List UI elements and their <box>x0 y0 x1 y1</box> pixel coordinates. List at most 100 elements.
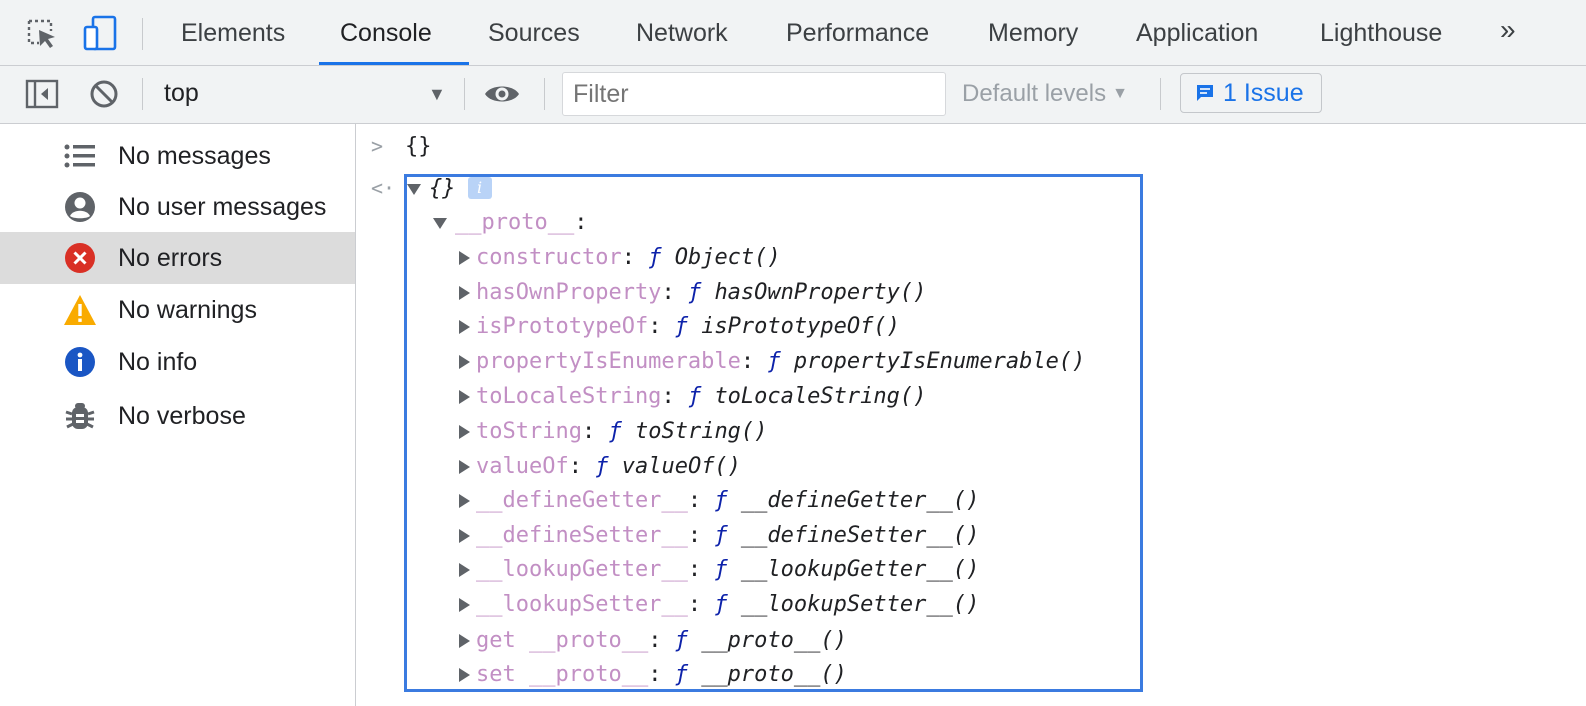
property-row[interactable]: set __proto__: ƒ __proto__() <box>459 662 847 687</box>
tab-console[interactable]: Console <box>340 0 432 66</box>
property-key: __lookupSetter__ <box>476 592 688 617</box>
tab-lighthouse[interactable]: Lighthouse <box>1320 0 1442 66</box>
device-toolbar-icon[interactable] <box>80 14 120 54</box>
function-marker: ƒ <box>714 592 728 617</box>
error-icon <box>63 241 97 275</box>
inspect-element-icon[interactable] <box>22 14 62 54</box>
info-badge-icon[interactable]: i <box>467 177 492 199</box>
collapsed-triangle-icon[interactable] <box>459 320 470 334</box>
property-row[interactable]: valueOf: ƒ valueOf() <box>459 454 741 479</box>
function-marker: ƒ <box>714 523 728 548</box>
context-label: top <box>164 79 199 107</box>
property-row[interactable]: __lookupSetter__: ƒ __lookupSetter__() <box>459 592 979 617</box>
toolbar-separator <box>544 78 545 110</box>
toolbar-separator <box>142 78 143 110</box>
colon: : <box>648 314 675 339</box>
result-arrow-icon: <· <box>371 176 396 200</box>
tab-label: Application <box>1136 18 1259 47</box>
more-tabs-icon[interactable]: » <box>1500 14 1515 45</box>
clear-console-icon[interactable] <box>84 74 124 114</box>
expanded-triangle-icon[interactable] <box>407 183 421 195</box>
tab-elements[interactable]: Elements <box>181 0 285 66</box>
tab-memory[interactable]: Memory <box>988 0 1078 66</box>
property-key: valueOf <box>476 454 569 479</box>
collapsed-triangle-icon[interactable] <box>459 494 470 508</box>
expanded-triangle-icon[interactable] <box>433 217 447 229</box>
sidebar-item-label: No user messages <box>118 192 327 221</box>
property-row[interactable]: propertyIsEnumerable: ƒ propertyIsEnumer… <box>459 349 1085 374</box>
sidebar-item-label: No messages <box>118 141 271 170</box>
property-row[interactable]: toString: ƒ toString() <box>459 419 767 444</box>
collapsed-triangle-icon[interactable] <box>459 668 470 682</box>
property-row[interactable]: constructor: ƒ Object() <box>459 245 781 270</box>
log-levels-dropdown[interactable]: Default levels▼ <box>962 80 1128 108</box>
sidebar-item-errors[interactable]: No errors <box>0 232 355 284</box>
collapsed-triangle-icon[interactable] <box>459 563 470 577</box>
console-result-line[interactable]: {} i <box>407 176 492 201</box>
collapsed-triangle-icon[interactable] <box>459 529 470 543</box>
colon: : <box>581 419 609 444</box>
property-key: propertyIsEnumerable <box>476 349 741 374</box>
collapsed-triangle-icon[interactable] <box>459 460 470 474</box>
colon: : <box>687 523 715 548</box>
colon: : <box>661 280 688 305</box>
function-marker: ƒ <box>648 245 662 270</box>
console-input-line[interactable]: {} <box>405 134 432 159</box>
property-key: toString <box>476 419 582 444</box>
property-row[interactable]: hasOwnProperty: ƒ hasOwnProperty() <box>459 280 926 305</box>
log-levels-label: Default levels <box>962 80 1107 107</box>
function-marker: ƒ <box>687 384 702 409</box>
sidebar-item-user-messages[interactable]: No user messages <box>0 181 355 233</box>
info-icon <box>63 345 97 379</box>
property-value: toLocaleString() <box>714 384 927 409</box>
tab-label: Memory <box>988 18 1079 47</box>
property-key: __defineGetter__ <box>476 488 688 513</box>
function-marker: ƒ <box>608 419 622 444</box>
property-key: __lookupGetter__ <box>476 557 688 582</box>
issues-button[interactable]: 1 Issue <box>1180 73 1322 113</box>
property-key: isPrototypeOf <box>476 314 649 339</box>
property-key: toLocaleString <box>476 384 662 409</box>
colon: : <box>687 557 715 582</box>
collapsed-triangle-icon[interactable] <box>459 634 470 648</box>
property-row[interactable]: __lookupGetter__: ƒ __lookupGetter__() <box>459 557 979 582</box>
sidebar-item-messages[interactable]: No messages <box>0 130 355 182</box>
property-value: valueOf() <box>621 454 741 479</box>
property-row[interactable]: isPrototypeOf: ƒ isPrototypeOf() <box>459 314 900 339</box>
colon: : <box>574 210 588 235</box>
tab-sources[interactable]: Sources <box>488 0 580 66</box>
colon: : <box>568 454 596 479</box>
sidebar-item-verbose[interactable]: No verbose <box>0 390 355 442</box>
tab-label: Performance <box>786 18 930 47</box>
tab-network[interactable]: Network <box>636 0 728 66</box>
function-marker: ƒ <box>674 662 688 687</box>
collapsed-triangle-icon[interactable] <box>459 598 470 612</box>
collapsed-triangle-icon[interactable] <box>459 251 470 265</box>
filter-input[interactable] <box>562 72 946 116</box>
property-value: __defineSetter__() <box>740 523 980 548</box>
sidebar-item-info[interactable]: No info <box>0 336 355 388</box>
tab-label: Sources <box>488 18 580 47</box>
collapsed-triangle-icon[interactable] <box>459 355 470 369</box>
function-marker: ƒ <box>714 557 728 582</box>
live-expression-eye-icon[interactable] <box>482 74 522 114</box>
collapsed-triangle-icon[interactable] <box>459 425 470 439</box>
collapsed-triangle-icon[interactable] <box>459 390 470 404</box>
tab-application[interactable]: Application <box>1136 0 1258 66</box>
tab-performance[interactable]: Performance <box>786 0 929 66</box>
property-row[interactable]: get __proto__: ƒ __proto__() <box>459 628 847 653</box>
property-row[interactable]: __defineSetter__: ƒ __defineSetter__() <box>459 523 979 548</box>
user-icon <box>63 190 97 224</box>
property-row[interactable]: toLocaleString: ƒ toLocaleString() <box>459 384 926 409</box>
sidebar-toggle-icon[interactable] <box>22 74 62 114</box>
result-object: {} <box>429 176 456 201</box>
property-key: get __proto__ <box>476 628 649 653</box>
property-row[interactable]: __defineGetter__: ƒ __defineGetter__() <box>459 488 979 513</box>
tab-label: Elements <box>181 18 286 47</box>
property-value: Object() <box>674 245 781 270</box>
collapsed-triangle-icon[interactable] <box>459 286 470 300</box>
property-value: __proto__() <box>701 628 847 653</box>
proto-key: __proto__ <box>455 210 575 235</box>
proto-line[interactable]: __proto__: <box>433 210 587 235</box>
sidebar-item-warnings[interactable]: No warnings <box>0 284 355 336</box>
